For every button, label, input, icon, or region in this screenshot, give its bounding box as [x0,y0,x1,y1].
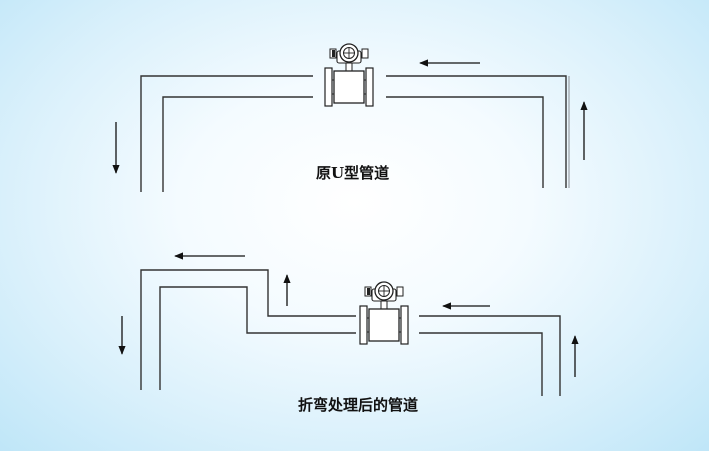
flowmeter-top [324,43,374,107]
original-u-pipe [112,43,588,192]
u-pipe-inner-wall [162,96,544,192]
modified-bent-pipe [118,252,579,396]
caption-modified-pipe: 折弯处理后的管道 [298,396,419,414]
bent-pipe-inner-wall [159,286,543,396]
flowmeter-bottom [359,281,409,345]
u-pipe-outer-wall [140,75,567,192]
caption-original-pipe: 原U型管道 [316,164,390,182]
bent-pipe-outer-wall [140,269,561,396]
